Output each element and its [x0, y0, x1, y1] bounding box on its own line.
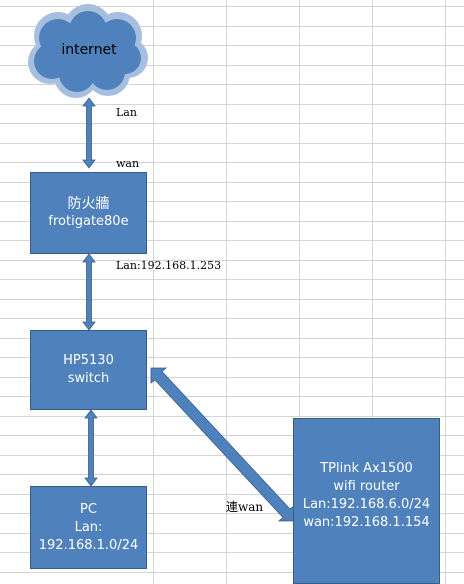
pc-name: PC: [80, 501, 97, 517]
pc-lan-subnet: 192.168.1.0/24: [38, 537, 139, 553]
arrow-firewall-switch: [82, 253, 96, 331]
firewall-model: frotigate80e: [48, 214, 129, 229]
lan-label-top: Lan: [116, 106, 137, 119]
switch-model: HP5130: [63, 353, 114, 368]
firewall-name: 防火牆: [67, 196, 110, 212]
connect-wan-label: 連wan: [226, 500, 264, 514]
internet-label: internet: [61, 42, 117, 58]
internet-cloud: [28, 4, 148, 98]
router-type: wifi router: [333, 479, 400, 494]
pc-lan-label: Lan:: [74, 519, 103, 535]
router-wan: wan:192.168.1.154: [303, 515, 430, 530]
router-model: TPlink Ax1500: [320, 461, 413, 476]
wan-label-top: wan: [116, 157, 140, 170]
arrow-switch-pc: [84, 409, 98, 487]
firewall-box: 防火牆 frotigate80e: [30, 172, 147, 254]
arrow-internet-firewall: [82, 97, 96, 169]
router-box: TPlink Ax1500 wifi router Lan:192.168.6.…: [293, 418, 440, 584]
router-lan: Lan:192.168.6.0/24: [302, 497, 431, 512]
firewall-lan-label: Lan:192.168.1.253: [116, 259, 222, 272]
arrow-switch-router: [150, 367, 295, 522]
switch-type: switch: [67, 371, 110, 386]
switch-box: HP5130 switch: [30, 330, 147, 410]
pc-box: PC Lan: 192.168.1.0/24: [30, 486, 147, 569]
cloud-body: [34, 11, 141, 92]
